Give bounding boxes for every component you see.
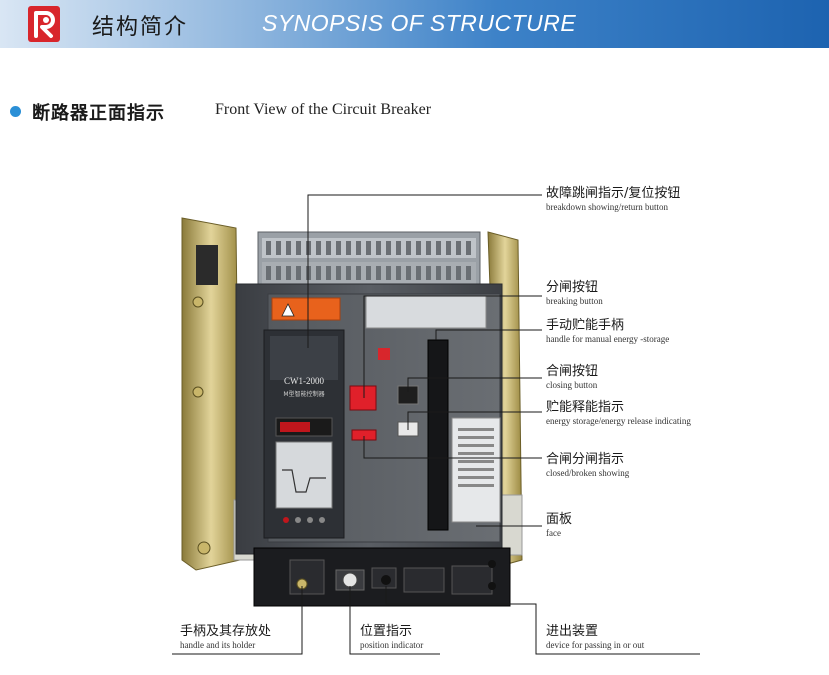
label-handle-holder: 手柄及其存放处 handle and its holder (180, 624, 272, 650)
header-title-en: SYNOPSIS OF STRUCTURE (262, 10, 577, 36)
manual-handle (427, 339, 449, 531)
header-banner: 结构简介 SYNOPSIS OF STRUCTURE (0, 0, 829, 48)
face-logo-icon (378, 348, 390, 360)
leader-handle (435, 329, 542, 340)
label-breaking: 分闸按钮 breaking button (546, 280, 603, 306)
warning-icon (281, 303, 295, 317)
leader-passing (385, 586, 700, 655)
brand-logo-icon (28, 6, 60, 42)
label-strip (365, 295, 487, 329)
label-position: 位置指示 position indicator (360, 624, 424, 650)
section-title-en: Front View of the Circuit Breaker (215, 101, 432, 118)
label-passing: 进出装置 device for passing in or out (546, 624, 645, 650)
leader-position (349, 586, 440, 655)
label-closing: 合闸按钮 closing button (546, 364, 599, 390)
header-title-cn: 结构简介 (92, 15, 189, 40)
terminal-strip (257, 231, 481, 291)
breaking-button (349, 385, 377, 411)
leader-handle-holder (172, 586, 303, 655)
leader-closed-broken (363, 436, 542, 459)
label-breakdown: 故障跳闸指示/复位按钮 breakdown showing/return but… (546, 186, 681, 212)
controller-model-text: CW1-2000 (284, 376, 324, 386)
leader-breaking (363, 295, 542, 398)
label-energy-release: 贮能释能指示 energy storage/energy release ind… (546, 400, 691, 426)
label-face: 面板 face (546, 512, 573, 538)
cradle-rail (253, 547, 511, 607)
leader-closing (407, 377, 542, 392)
label-closed-broken: 合闸分闸指示 closed/broken showing (546, 452, 630, 478)
label-handle-energy: 手动贮能手柄 handle for manual energy -storage (546, 318, 670, 344)
bullet-icon (10, 106, 21, 117)
intelligent-controller: CW1-2000 M型智能控制器 (263, 329, 345, 539)
leader-breakdown (307, 194, 542, 348)
controller-type-text: M型智能控制器 (283, 390, 324, 398)
leader-energy (407, 411, 542, 430)
section-title-cn: 断路器正面指示 (32, 103, 165, 124)
